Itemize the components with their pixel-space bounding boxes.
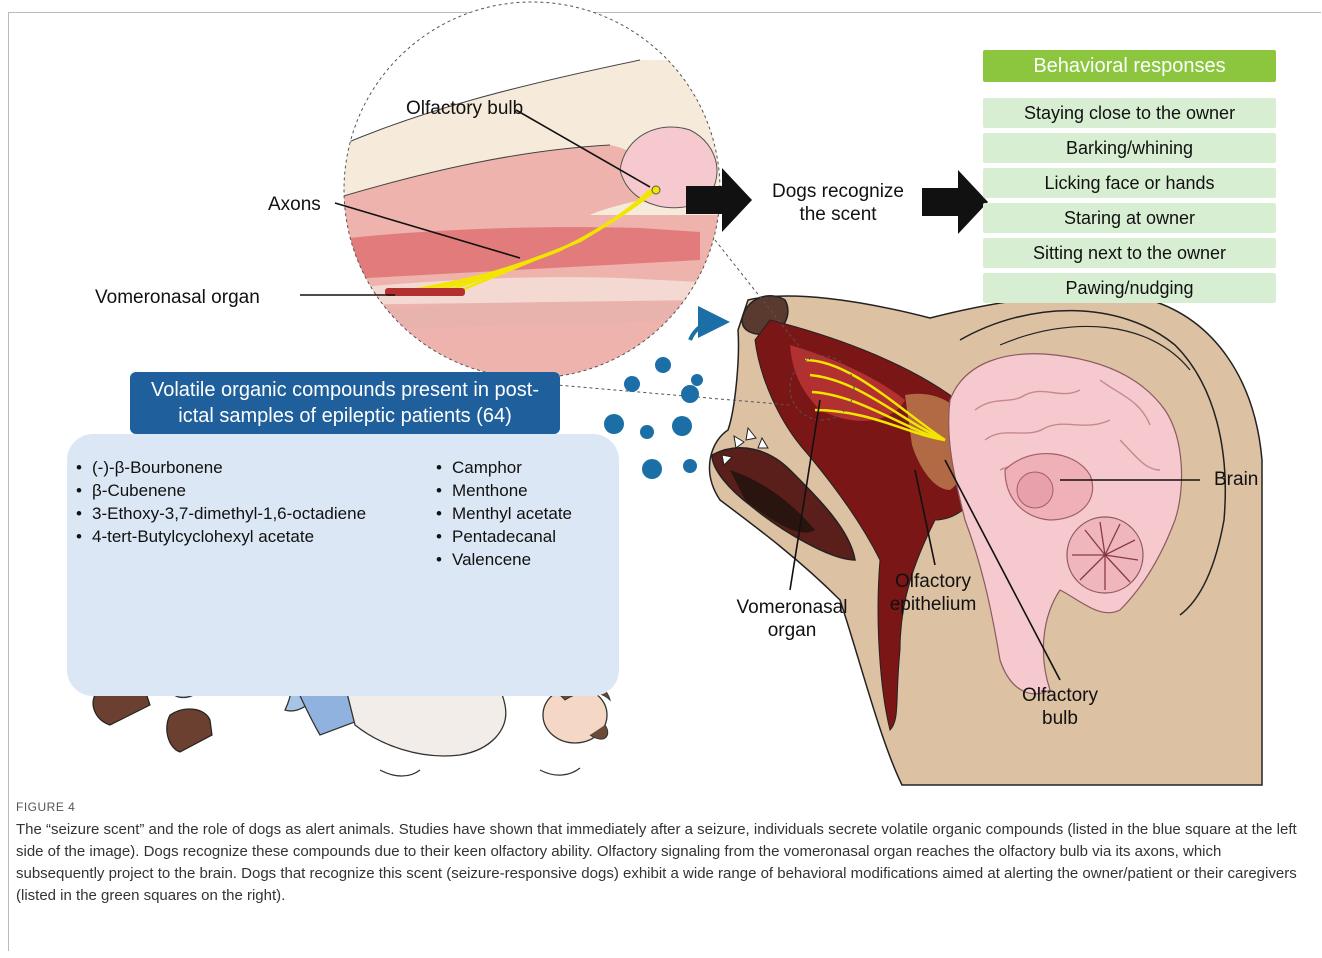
epithelium-line-1: Olfactory <box>868 570 998 593</box>
vomeronasal-line-2: organ <box>722 619 862 642</box>
compound-list-right: Camphor Menthone Menthyl acetate Pentade… <box>436 456 572 571</box>
compound-item: Camphor <box>436 456 572 479</box>
label-olfactory-epithelium: Olfactory epithelium <box>868 570 998 616</box>
compound-item: Menthone <box>436 479 572 502</box>
compound-item: β-Cubenene <box>76 479 366 502</box>
label-olfactory-bulb-zoom: Olfactory bulb <box>406 97 523 120</box>
behavior-item: Pawing/nudging <box>983 273 1276 303</box>
behavior-item: Barking/whining <box>983 133 1276 163</box>
compound-item: Valencene <box>436 548 572 571</box>
arrow-to-behaviors <box>922 170 988 234</box>
behavior-item: Staying close to the owner <box>983 98 1276 128</box>
bulb-line-2: bulb <box>1000 707 1120 730</box>
compound-item: 3-Ethoxy-3,7-dimethyl-1,6-octadiene <box>76 502 366 525</box>
label-vomeronasal-organ: Vomeronasal organ <box>722 596 862 642</box>
recognize-line-2: the scent <box>758 203 918 226</box>
label-vomeronasal-organ-zoom: Vomeronasal organ <box>95 286 260 309</box>
compounds-title: Volatile organic compounds present in po… <box>130 372 560 434</box>
dog-illustration <box>710 295 1262 785</box>
compounds-title-line-2: ictal samples of epileptic patients (64) <box>130 403 560 429</box>
behavior-item: Licking face or hands <box>983 168 1276 198</box>
bulb-line-1: Olfactory <box>1000 684 1120 707</box>
behavior-item: Staring at owner <box>983 203 1276 233</box>
behavioral-responses-title: Behavioral responses <box>983 50 1276 82</box>
vomeronasal-line-1: Vomeronasal <box>722 596 862 619</box>
label-axons: Axons <box>268 193 321 216</box>
figure-label: FIGURE 4 <box>16 800 75 814</box>
compound-item: Pentadecanal <box>436 525 572 548</box>
compound-item: Menthyl acetate <box>436 502 572 525</box>
label-olfactory-bulb: Olfactory bulb <box>1000 684 1120 730</box>
epithelium-line-2: epithelium <box>868 593 998 616</box>
recognize-line-1: Dogs recognize <box>758 180 918 203</box>
compounds-title-line-1: Volatile organic compounds present in po… <box>130 377 560 403</box>
figure-caption: The “seizure scent” and the role of dogs… <box>16 819 1306 907</box>
compound-item: 4-tert-Butylcyclohexyl acetate <box>76 525 366 548</box>
label-dogs-recognize: Dogs recognize the scent <box>758 180 918 226</box>
compound-list-left: (-)-β-Bourbonene β-Cubenene 3-Ethoxy-3,7… <box>76 456 366 548</box>
scent-arrow <box>690 322 714 340</box>
label-brain: Brain <box>1214 468 1258 491</box>
behavior-item: Sitting next to the owner <box>983 238 1276 268</box>
compound-item: (-)-β-Bourbonene <box>76 456 366 479</box>
